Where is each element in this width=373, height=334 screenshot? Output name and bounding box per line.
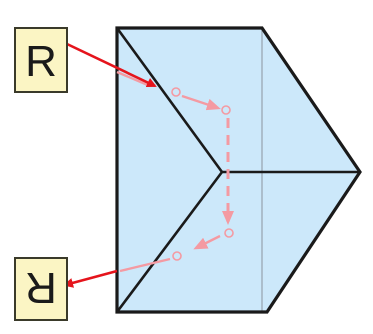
output-letter-box: R <box>14 257 68 321</box>
output-letter-box-frame <box>14 257 68 321</box>
internal-ray-segment-1 <box>116 70 151 88</box>
reflection-point-2 <box>221 105 231 115</box>
prism-top-face <box>117 28 360 172</box>
prism-front-face <box>117 28 222 312</box>
internal-ray-segment-5 <box>119 257 171 273</box>
incoming-ray <box>66 42 157 88</box>
internal-ray-path <box>116 70 234 273</box>
prism-bottom-face <box>117 172 360 312</box>
reflection-point-3 <box>224 228 234 238</box>
prism-outline <box>115 26 362 314</box>
prism <box>115 26 362 314</box>
prism-edge-upper <box>115 27 224 173</box>
reflection-point-1 <box>171 87 181 97</box>
internal-ray-segment-4 <box>193 234 221 250</box>
internal-ray-segment-2 <box>181 94 221 111</box>
outgoing-ray <box>63 269 118 288</box>
input-letter-box-frame <box>14 27 68 93</box>
input-letter-box: R <box>14 27 68 93</box>
prism-edge-lower <box>115 171 224 313</box>
reflection-point-4 <box>172 251 182 261</box>
output-letter: R <box>25 263 57 312</box>
input-letter: R <box>25 37 57 86</box>
